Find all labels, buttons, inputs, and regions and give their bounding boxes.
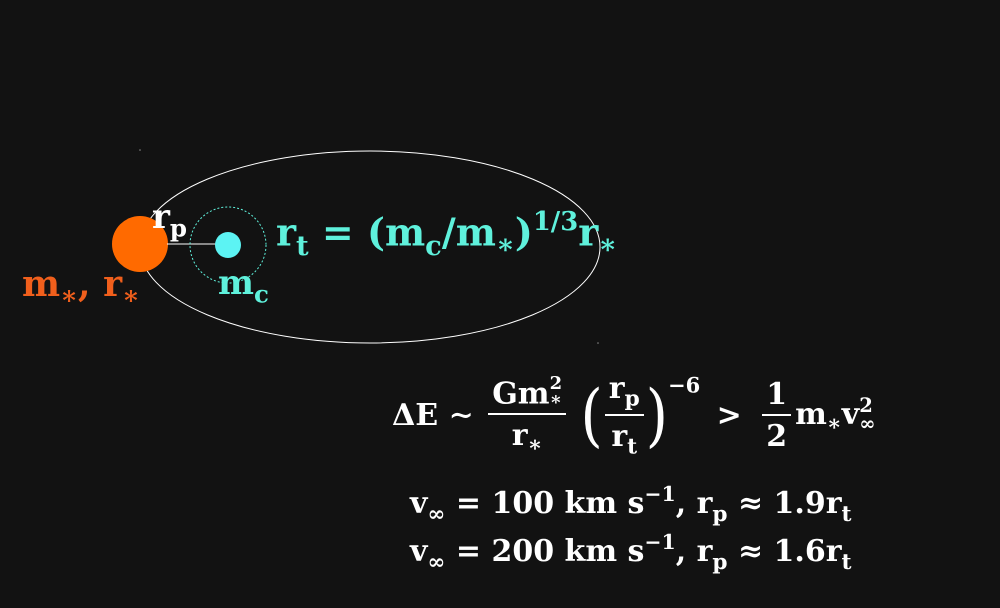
v-sub: ∞ xyxy=(859,411,876,435)
ratio-numerator: rp xyxy=(604,371,644,417)
gm-sup: 2 xyxy=(549,372,563,394)
half-fraction: 1 2 xyxy=(762,380,792,455)
rt-1-sub: t xyxy=(841,501,852,527)
gm-scripts: 2∗ xyxy=(549,372,563,411)
star-mass-asterisk: ∗ xyxy=(60,280,78,311)
tidal-close-paren: ) xyxy=(514,209,533,255)
rp-subscript: p xyxy=(169,213,188,243)
ratio-denominator: rt xyxy=(605,416,644,458)
tidal-eq-open: = (m xyxy=(308,209,426,255)
gm-sub: ∗ xyxy=(549,389,563,411)
dot-2 xyxy=(597,342,599,344)
mstar-rhs: m xyxy=(795,396,827,432)
rt-2-sub: t xyxy=(841,549,852,575)
half-numerator: 1 xyxy=(762,380,792,417)
rp-num-sub: p xyxy=(624,386,640,412)
approx-2: ≈ 1.6r xyxy=(727,534,842,570)
mc-symbol: m xyxy=(218,263,254,303)
velocity-2-exp: −1 xyxy=(644,530,676,554)
rstar-sub: ∗ xyxy=(598,228,618,261)
condition-line-2: v∞ = 200 km s−1, rp ≈ 1.6rt xyxy=(410,532,852,573)
half-denominator: 2 xyxy=(766,419,788,455)
condition-line-1: v∞ = 100 km s−1, rp ≈ 1.9rt xyxy=(410,484,852,525)
mc-subscript: c xyxy=(253,279,269,309)
rstar-den-sub: ∗ xyxy=(527,432,543,458)
v-scripts: 2∞ xyxy=(859,394,876,435)
rstar-den: r xyxy=(511,418,528,454)
rp-1: , r xyxy=(675,486,713,522)
velocity-2: = 200 km s xyxy=(445,534,645,570)
approx-1: ≈ 1.9r xyxy=(727,486,842,522)
tidal-divide: /m xyxy=(441,209,496,255)
v-inf-2-sub: ∞ xyxy=(427,549,446,575)
pericenter-label: rp xyxy=(152,200,187,241)
rp-2-sub: p xyxy=(712,549,728,575)
delta-e: ΔE ∼ xyxy=(392,398,474,434)
star-mass-symbol: m xyxy=(22,263,61,305)
tidal-radius-circle xyxy=(189,206,267,284)
star-label: m∗, r∗ xyxy=(22,266,140,310)
rt-symbol: r xyxy=(276,209,297,255)
rp-2: , r xyxy=(675,534,713,570)
star-body xyxy=(112,216,168,272)
v-sup: 2 xyxy=(859,394,873,418)
rp-1-sub: p xyxy=(712,501,728,527)
energy-denominator: r∗ xyxy=(488,415,566,456)
v-inf-1: v xyxy=(410,486,428,522)
mc-sub: c xyxy=(425,230,442,263)
rt-den-sub: t xyxy=(627,434,638,460)
tidal-exponent: 1/3 xyxy=(532,207,579,237)
dot-1 xyxy=(139,149,141,151)
star-radius-asterisk: ∗ xyxy=(122,280,140,311)
rp-num: r xyxy=(608,371,625,406)
rt-subscript: t xyxy=(296,230,309,263)
companion-mass-label: mc xyxy=(218,266,269,307)
v-inf-2: v xyxy=(410,534,428,570)
v-rhs: v xyxy=(841,396,860,432)
v-inf-1-sub: ∞ xyxy=(427,501,446,527)
gm-symbol: Gm xyxy=(492,376,550,412)
mstar-rhs-sub: ∗ xyxy=(826,411,842,437)
rt-den: r xyxy=(611,419,628,455)
right-paren: ) xyxy=(645,375,668,456)
companion-body xyxy=(215,232,241,258)
ratio-fraction: rp rt xyxy=(604,371,644,458)
tidal-radius-formula: rt = (mc/m∗)1/3r∗ xyxy=(276,207,618,263)
left-paren: ( xyxy=(580,375,603,456)
velocity-1-exp: −1 xyxy=(644,482,676,506)
ratio-exponent: −6 xyxy=(667,372,701,398)
rp-symbol: r xyxy=(152,197,170,237)
star-radius-symbol: , r xyxy=(78,263,123,305)
greater-than: > xyxy=(716,398,742,434)
velocity-1: = 100 km s xyxy=(445,486,645,522)
mstar-sub: ∗ xyxy=(495,228,515,261)
rstar-symbol: r xyxy=(578,209,599,255)
